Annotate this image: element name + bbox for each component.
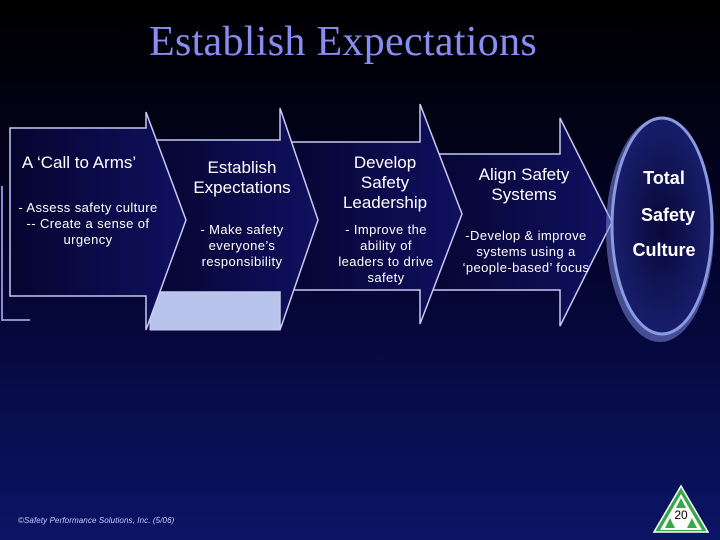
goal-line-2: Safety	[640, 205, 696, 225]
step-1-body: - Assess safety culture -- Create a sens…	[18, 200, 158, 247]
step-2-body: - Make safety everyone’s responsibility	[200, 222, 284, 269]
arrow-step-3	[281, 103, 463, 325]
step-3-body: - Improve the ability of leaders to driv…	[338, 222, 434, 285]
arrow-step-4	[417, 117, 613, 327]
goal-circle	[610, 116, 714, 336]
arrow-step-2-highlight	[149, 291, 281, 331]
slide-title: Establish Expectations	[148, 19, 538, 65]
arrow-step-1	[9, 111, 187, 331]
copyright-notice: ©Safety Performance Solutions, Inc. (5/0…	[18, 516, 175, 525]
step-1-heading: A ‘Call to Arms’	[21, 153, 137, 172]
step-4-heading: Align Safety Systems	[478, 165, 570, 204]
step-2-heading: Establish Expectations	[193, 158, 291, 197]
goal-line-3: Culture	[632, 240, 696, 260]
bracket-left-shape	[1, 186, 30, 321]
page-number: 20	[674, 508, 688, 522]
step-3-heading: Develop Safety Leadership	[342, 153, 428, 212]
goal-line-1: Total	[643, 168, 685, 188]
step-4-body: -Develop & improve systems using a ‘peop…	[462, 228, 590, 275]
company-logo-icon	[652, 484, 710, 533]
